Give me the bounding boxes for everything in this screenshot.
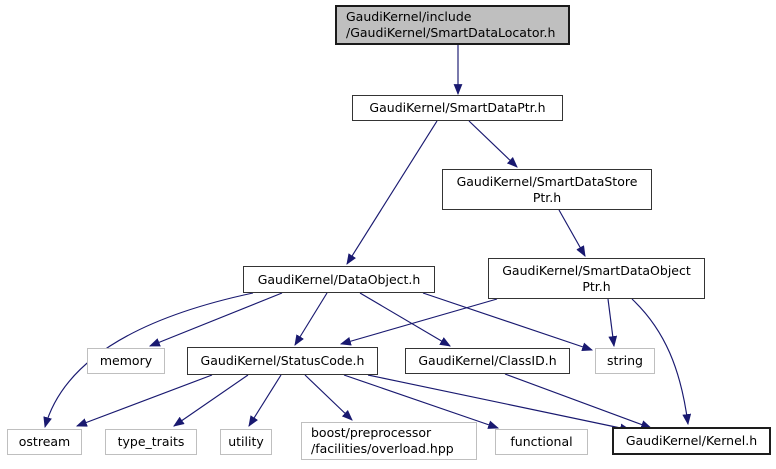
node-class-id[interactable]: GaudiKernel/ClassID.h [405, 348, 570, 374]
node-memory: memory [87, 348, 165, 374]
edge-status-code-to-functional [343, 374, 500, 429]
edge-data-object-to-memory [148, 292, 283, 347]
edge-class-id-to-kernel [504, 373, 653, 429]
edge-status-code-to-boost-overload [304, 374, 353, 421]
node-smart-data-locator: GaudiKernel/include /GaudiKernel/SmartDa… [335, 5, 570, 45]
node-smart-data-object-ptr[interactable]: GaudiKernel/SmartDataObject Ptr.h [488, 258, 705, 299]
node-kernel[interactable]: GaudiKernel/Kernel.h [612, 427, 771, 455]
node-type-traits: type_traits [105, 429, 197, 455]
edge-data-object-to-class-id [359, 292, 451, 347]
node-boost-overload: boost/preprocessor /facilities/overload.… [301, 422, 477, 460]
edge-status-code-to-type-traits [173, 374, 249, 427]
edge-status-code-to-ostream [75, 374, 213, 427]
edge-data-object-to-ostream [43, 292, 254, 429]
node-string: string [595, 348, 655, 374]
edge-smart-data-ptr-to-smart-data-store-ptr [468, 120, 518, 168]
node-ostream: ostream [7, 429, 82, 455]
node-utility: utility [220, 429, 272, 455]
edge-data-object-to-string [422, 292, 594, 352]
edge-data-object-to-status-code [294, 292, 328, 346]
node-status-code[interactable]: GaudiKernel/StatusCode.h [187, 347, 378, 375]
node-smart-data-store-ptr[interactable]: GaudiKernel/SmartDataStore Ptr.h [442, 169, 652, 210]
edge-smart-data-store-ptr-to-smart-data-object-ptr [558, 209, 586, 257]
node-functional: functional [495, 429, 588, 455]
edge-smart-data-object-ptr-to-kernel [631, 298, 692, 426]
node-smart-data-ptr[interactable]: GaudiKernel/SmartDataPtr.h [352, 95, 563, 121]
edge-smart-data-object-ptr-to-string [607, 298, 618, 348]
edge-status-code-to-kernel [367, 374, 632, 433]
edge-smart-data-object-ptr-to-status-code [339, 298, 498, 346]
edge-smart-data-ptr-to-data-object [346, 120, 438, 265]
edge-status-code-to-utility [248, 374, 282, 427]
node-data-object[interactable]: GaudiKernel/DataObject.h [243, 266, 435, 293]
